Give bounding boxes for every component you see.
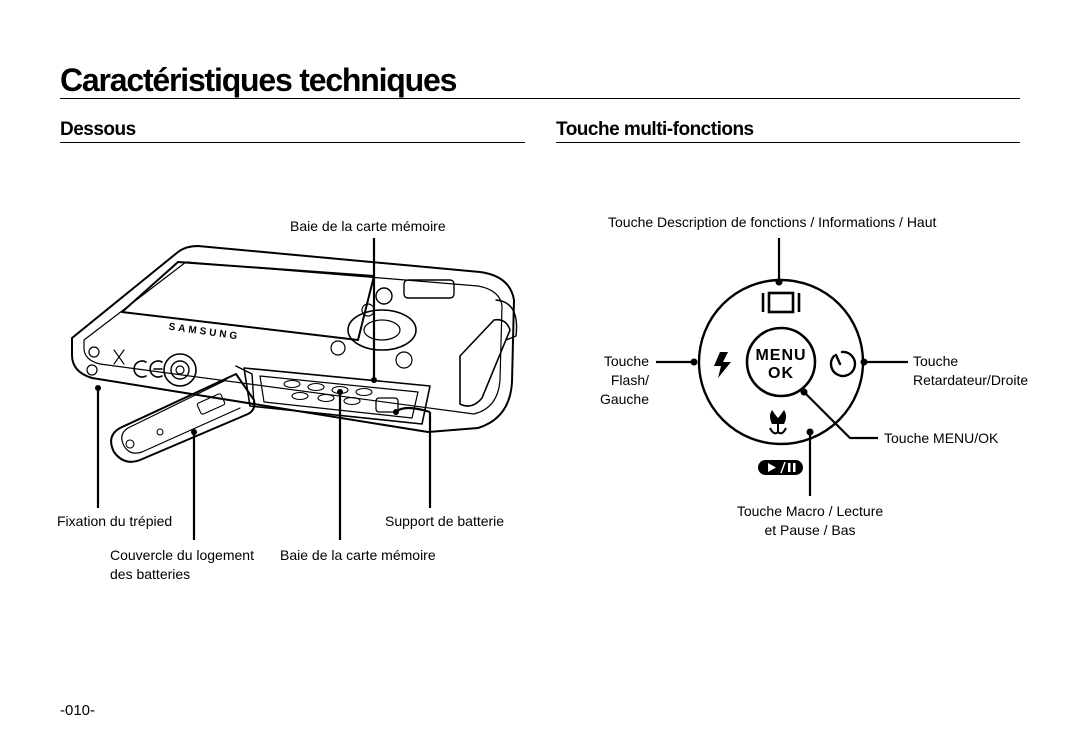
label-timer-line1: Touche [913,353,959,369]
label-timer-line2: Retardateur/Droite [913,372,1029,388]
label-menu-ok: Touche MENU/OK [884,430,999,446]
play-pause-icon [758,460,803,475]
label-flash-line1: Touche [603,353,649,369]
label-battery-cover-line2: des batteries [110,566,191,582]
label-flash-line3: Gauche [599,391,649,407]
page-number: -010- [60,702,96,719]
section-rule-left [60,142,525,143]
macro-icon [769,410,787,435]
section-rule-right [556,142,1020,143]
label-battery-cover: Couvercle du logement des batteries [110,546,254,584]
label-macro-line1: Touche Macro / Lecture [736,503,884,519]
label-flash-left: Touche Flash/ Gauche [560,352,649,409]
label-memory-slot-bottom: Baie de la carte mémoire [280,547,436,563]
label-memory-slot-top: Baie de la carte mémoire [290,218,446,234]
label-battery-holder: Support de batterie [385,513,505,529]
page-title: Caractéristiques techniques [60,62,457,98]
display-icon [761,291,801,314]
section-heading-multifunction: Touche multi-fonctions [556,119,754,140]
label-flash-line2: Flash/ [610,372,649,388]
self-timer-icon [829,350,857,378]
label-top-button: Touche Description de fonctions / Inform… [608,214,937,230]
label-battery-cover-line1: Couvercle du logement [110,547,254,563]
section-heading-dessous: Dessous [60,119,136,140]
ok-text: OK [768,365,794,382]
label-tripod-mount: Fixation du trépied [57,513,173,529]
label-self-timer-right: Touche Retardateur/Droite [913,352,1028,390]
label-macro-line2: et Pause / Bas [764,522,856,538]
label-macro-playback: Touche Macro / Lecture et Pause / Bas [720,502,900,540]
flash-icon [714,352,731,378]
title-rule [60,98,1020,99]
menu-text: MENU [755,347,806,364]
